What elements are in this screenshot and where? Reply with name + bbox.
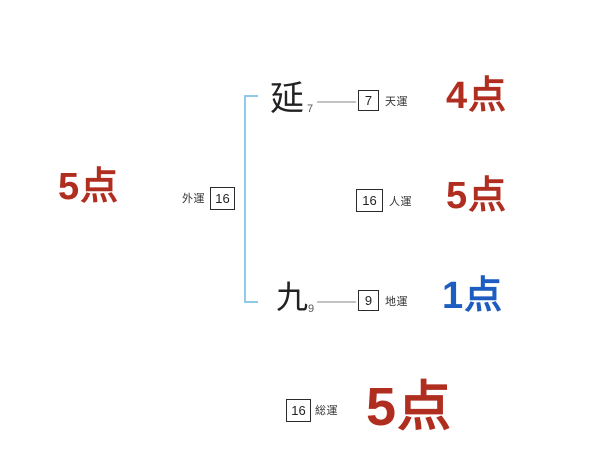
- jinun-label: 人運: [389, 196, 412, 208]
- chiun-value-box: 9: [358, 290, 379, 311]
- bottom-connector-line: [317, 301, 356, 303]
- name-char-top-strokes: 7: [307, 103, 314, 115]
- name-char-top: 延: [270, 80, 304, 118]
- gaiun-value-box: 16: [210, 187, 235, 210]
- gaiun-score: 5点: [58, 166, 120, 208]
- jinun-value-box: 16: [356, 189, 383, 212]
- name-char-bottom-strokes: 9: [308, 303, 315, 315]
- chiun-score: 1点: [442, 275, 504, 317]
- bracket: [244, 95, 258, 303]
- gaiun-label: 外運: [182, 193, 205, 205]
- tenun-score: 4点: [446, 75, 508, 117]
- soun-value-box: 16: [286, 399, 311, 422]
- jinun-score: 5点: [446, 175, 508, 217]
- name-char-bottom: 九: [276, 279, 309, 315]
- top-connector-line: [317, 101, 356, 103]
- chiun-label: 地運: [385, 296, 408, 308]
- tenun-label: 天運: [385, 96, 408, 108]
- soun-label: 総運: [315, 405, 338, 417]
- tenun-value-box: 7: [358, 90, 379, 111]
- soun-score: 5点: [366, 377, 453, 437]
